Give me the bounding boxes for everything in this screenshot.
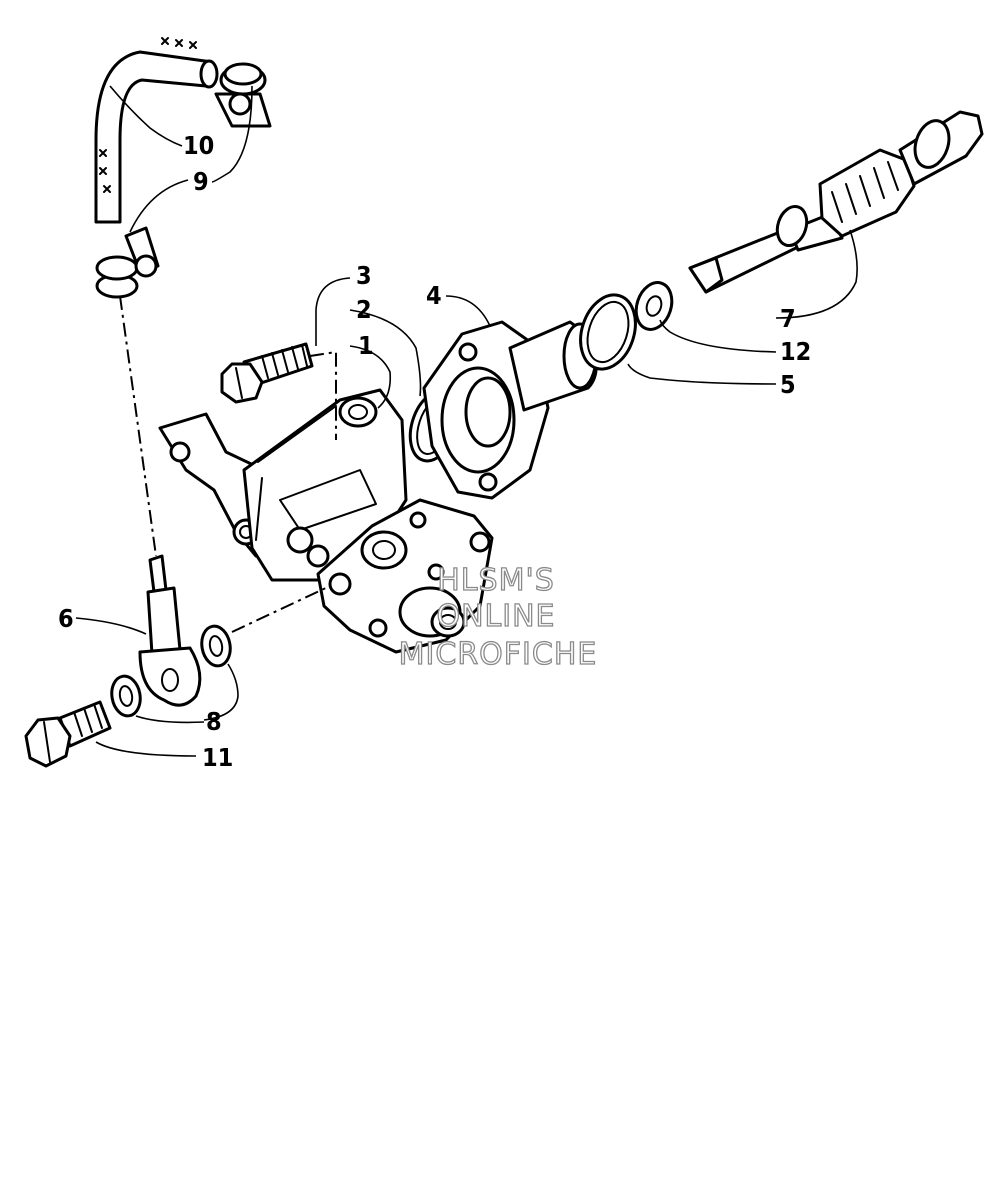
- flange-4: [422, 320, 598, 500]
- callout-11: 11: [202, 743, 233, 772]
- callout-10: 10: [183, 131, 214, 160]
- washer-8-right: [200, 624, 232, 668]
- callout-8: 8: [206, 707, 222, 736]
- watermark-line-3: MICROFICHE: [399, 637, 598, 672]
- banjo-bolt-11: [24, 700, 112, 768]
- callout-1: 1: [358, 331, 374, 360]
- callout-9: 9: [193, 167, 209, 196]
- drive-shaft-7: [688, 110, 984, 294]
- leader-lines: [75, 85, 858, 757]
- callout-7: 7: [780, 304, 796, 333]
- oil-pump-body-1: [158, 388, 494, 654]
- callout-6: 6: [58, 604, 74, 633]
- callout-labels: 10 9 3 2 1 4 7 12 5 6 8 11: [58, 131, 811, 772]
- o-ring-5: [579, 293, 637, 371]
- callout-4: 4: [426, 281, 442, 310]
- clamp-9-lower: [95, 226, 160, 299]
- washer-8-left: [110, 674, 142, 718]
- hose-10: [94, 37, 219, 224]
- watermark-line-1: HLSM'S: [437, 563, 555, 598]
- callout-5: 5: [780, 370, 796, 399]
- callout-12: 12: [780, 337, 811, 366]
- washer-12: [634, 281, 674, 331]
- watermark-line-2: ONLINE: [436, 599, 555, 634]
- assembly-lines: [119, 295, 337, 633]
- callout-2: 2: [356, 295, 372, 324]
- banjo-fitting-6: [138, 554, 202, 707]
- bolt-3: [220, 342, 314, 404]
- watermark: HLSM'S ONLINE MICROFICHE: [398, 562, 598, 672]
- callout-3: 3: [356, 261, 372, 290]
- clamp-9-upper: [214, 62, 272, 128]
